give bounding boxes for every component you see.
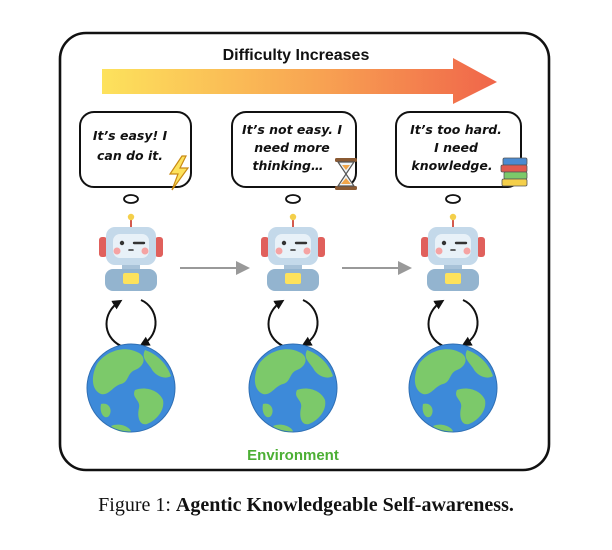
difficulty-title: Difficulty Increases: [223, 47, 370, 64]
caption-title: Agentic Knowledgeable Self-awareness.: [175, 494, 514, 516]
books-icon: [500, 157, 528, 187]
environment-label: Environment: [247, 447, 339, 464]
svg-text:need more: need more: [254, 140, 329, 155]
svg-text:can do it.: can do it.: [97, 148, 163, 163]
earth-icon-2: [248, 343, 338, 433]
earth-icon-1: [86, 343, 176, 433]
figure-caption: Figure 1: Agentic Knowledgeable Self-awa…: [0, 494, 612, 517]
bubble-medium-line3: thinking…: [252, 158, 323, 173]
bubble-easy-line2: can do it.: [97, 148, 163, 163]
progress-arrow-2: [342, 261, 412, 275]
svg-text:I need: I need: [434, 140, 479, 155]
svg-text:It’s not easy. I: It’s not easy. I: [242, 122, 342, 137]
thought-dot-3: [445, 194, 461, 204]
caption-prefix: Figure 1:: [98, 494, 176, 516]
difficulty-arrow: [102, 58, 497, 104]
lightning-icon: [168, 155, 190, 191]
thought-dot-2: [285, 194, 301, 204]
earth-icon-3: [408, 343, 498, 433]
bubble-medium-line1: It’s not easy. I: [242, 122, 342, 137]
hourglass-icon: [335, 158, 357, 190]
speech-bubble-too-hard: It’s too hard. I need knowledge.: [395, 111, 528, 188]
progress-arrow-1: [180, 261, 250, 275]
bubble-hard-line3: knowledge.: [411, 158, 492, 173]
bubble-medium-line2: need more: [254, 140, 329, 155]
speech-bubble-easy: It’s easy! I can do it.: [79, 111, 192, 191]
bubble-easy-line1: It’s easy! I: [93, 128, 168, 143]
svg-text:It’s easy! I: It’s easy! I: [93, 128, 168, 143]
svg-text:It’s too hard.: It’s too hard.: [410, 122, 502, 137]
speech-bubble-not-easy: It’s not easy. I need more thinking…: [231, 111, 357, 190]
bubble-hard-line1: It’s too hard.: [410, 122, 502, 137]
svg-text:knowledge.: knowledge.: [411, 158, 492, 173]
thought-dot-1: [123, 194, 139, 204]
svg-text:thinking…: thinking…: [252, 158, 323, 173]
bubble-hard-line2: I need: [434, 140, 479, 155]
